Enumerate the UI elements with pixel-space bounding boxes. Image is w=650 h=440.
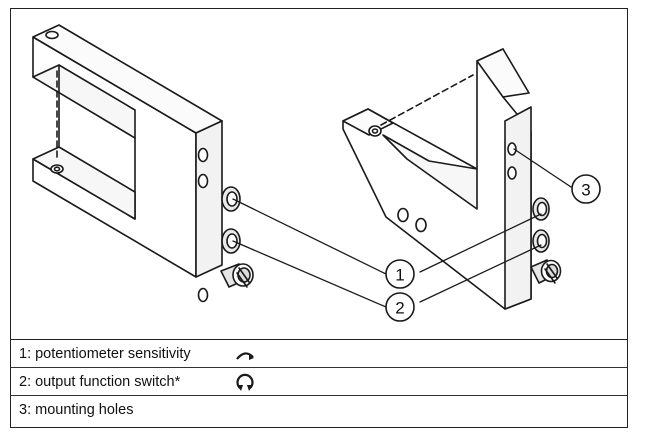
legend-label-2: 2: output function switch* (19, 374, 181, 390)
legend-table: 1: potentiometer sensitivity 2: output f… (11, 339, 627, 428)
callout-2-label: 2 (395, 299, 404, 318)
mounting-hole-icon (415, 217, 427, 233)
callout-1-label: 1 (395, 266, 404, 285)
legend-label-1: 1: potentiometer sensitivity (19, 346, 191, 362)
legend-row-3: 3: mounting holes (11, 396, 627, 426)
callout-2: 2 (385, 292, 415, 322)
leader-lines (232, 148, 572, 308)
curved-arrow-icon (236, 352, 254, 360)
callout-1: 1 (385, 259, 415, 289)
callout-3-label: 3 (581, 181, 590, 200)
mounting-hole-icon (507, 142, 517, 156)
legend-label-3: 3: mounting holes (19, 402, 134, 418)
legend-row-1: 1: potentiometer sensitivity (11, 340, 627, 368)
callout-3: 3 (571, 174, 601, 204)
circular-arrows-icon (236, 373, 254, 391)
mounting-hole-icon (507, 166, 517, 180)
legend-row-2: 2: output function switch* (11, 368, 627, 396)
top-hole-icon (45, 30, 59, 40)
mounting-hole-icon (397, 207, 409, 223)
mounting-hole-icon (197, 173, 209, 189)
left-fork-sensor (32, 24, 254, 303)
right-fork-sensor (342, 48, 562, 310)
sensor-drawing: 1 2 3 (32, 24, 601, 322)
mounting-hole-icon (197, 287, 209, 303)
mounting-hole-icon (197, 147, 209, 163)
figure-frame: 1 2 3 1: potentiometer sensitivity 2: ou… (10, 8, 628, 428)
